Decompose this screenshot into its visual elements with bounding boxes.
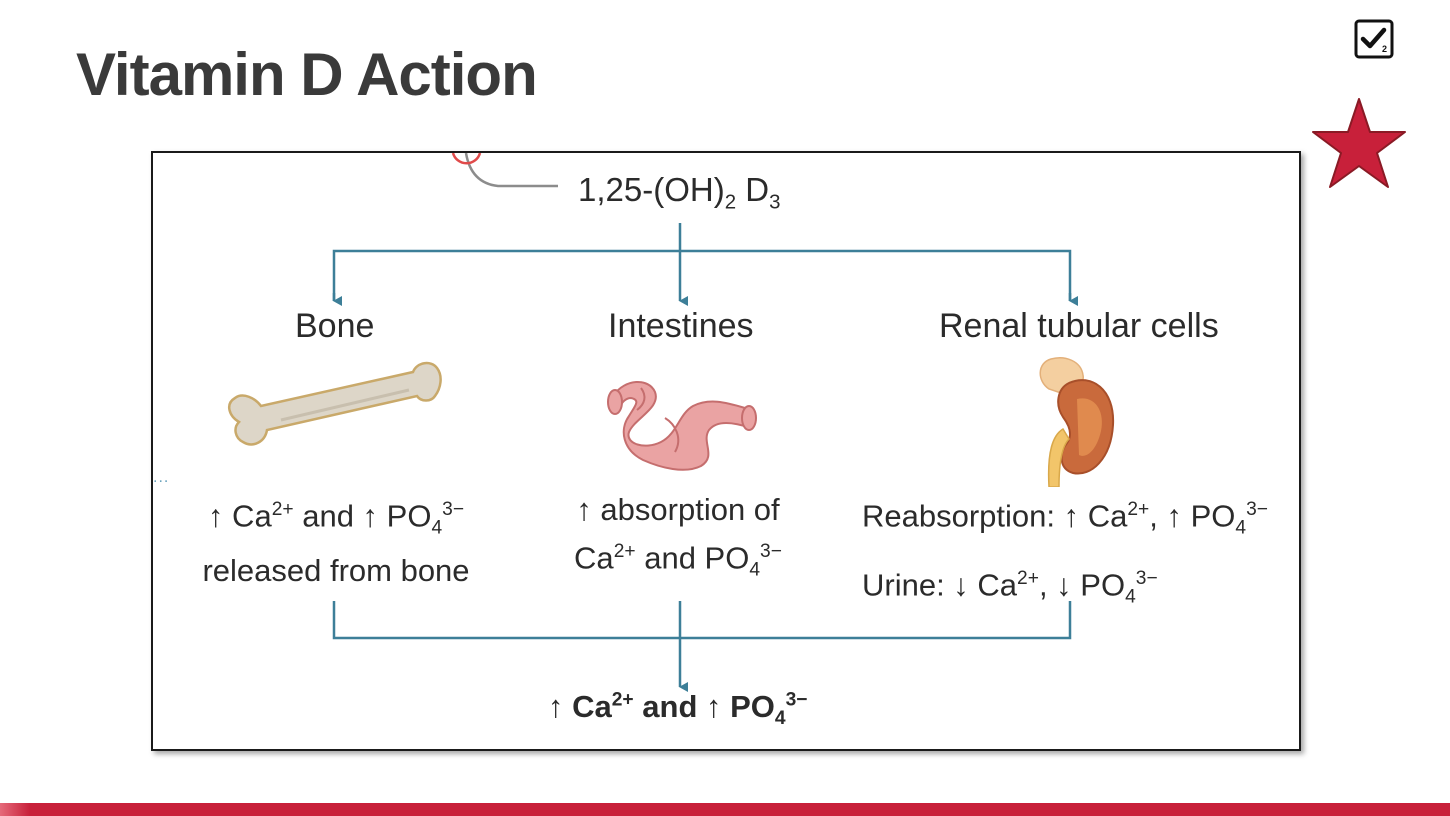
- organ-label-bone: Bone: [295, 307, 375, 345]
- organ-label-renal: Renal tubular cells: [939, 307, 1219, 345]
- footer-accent-bar: [0, 803, 1450, 816]
- flow-arrows: [332, 153, 1078, 692]
- result-label: ↑ Ca2+ and ↑ PO43−: [548, 689, 808, 730]
- diagram-frame: 1,25-(OH)2 D3 Bone Intestines Renal tubu…: [151, 151, 1301, 751]
- formula-label: 1,25-(OH)2 D3: [578, 171, 781, 214]
- effect-bone: ↑ Ca2+ and ↑ PO43− released from bone: [202, 498, 470, 588]
- effect-renal: Reabsorption: ↑ Ca2+, ↑ PO43− Urine: ↓ C…: [862, 498, 1269, 608]
- kidney-image: [1039, 357, 1115, 487]
- bone-image: [227, 361, 442, 446]
- organ-label-intestines: Intestines: [608, 307, 754, 345]
- intestines-image: [607, 381, 757, 471]
- svg-text:2: 2: [1382, 44, 1387, 54]
- ellipsis-marker: ...: [153, 469, 170, 486]
- checkbox-check-icon[interactable]: 2: [1354, 19, 1394, 59]
- slide-title: Vitamin D Action: [76, 41, 538, 108]
- effect-intestines: ↑ absorption of Ca2+ and PO43−: [574, 492, 782, 581]
- star-icon[interactable]: [1310, 96, 1408, 190]
